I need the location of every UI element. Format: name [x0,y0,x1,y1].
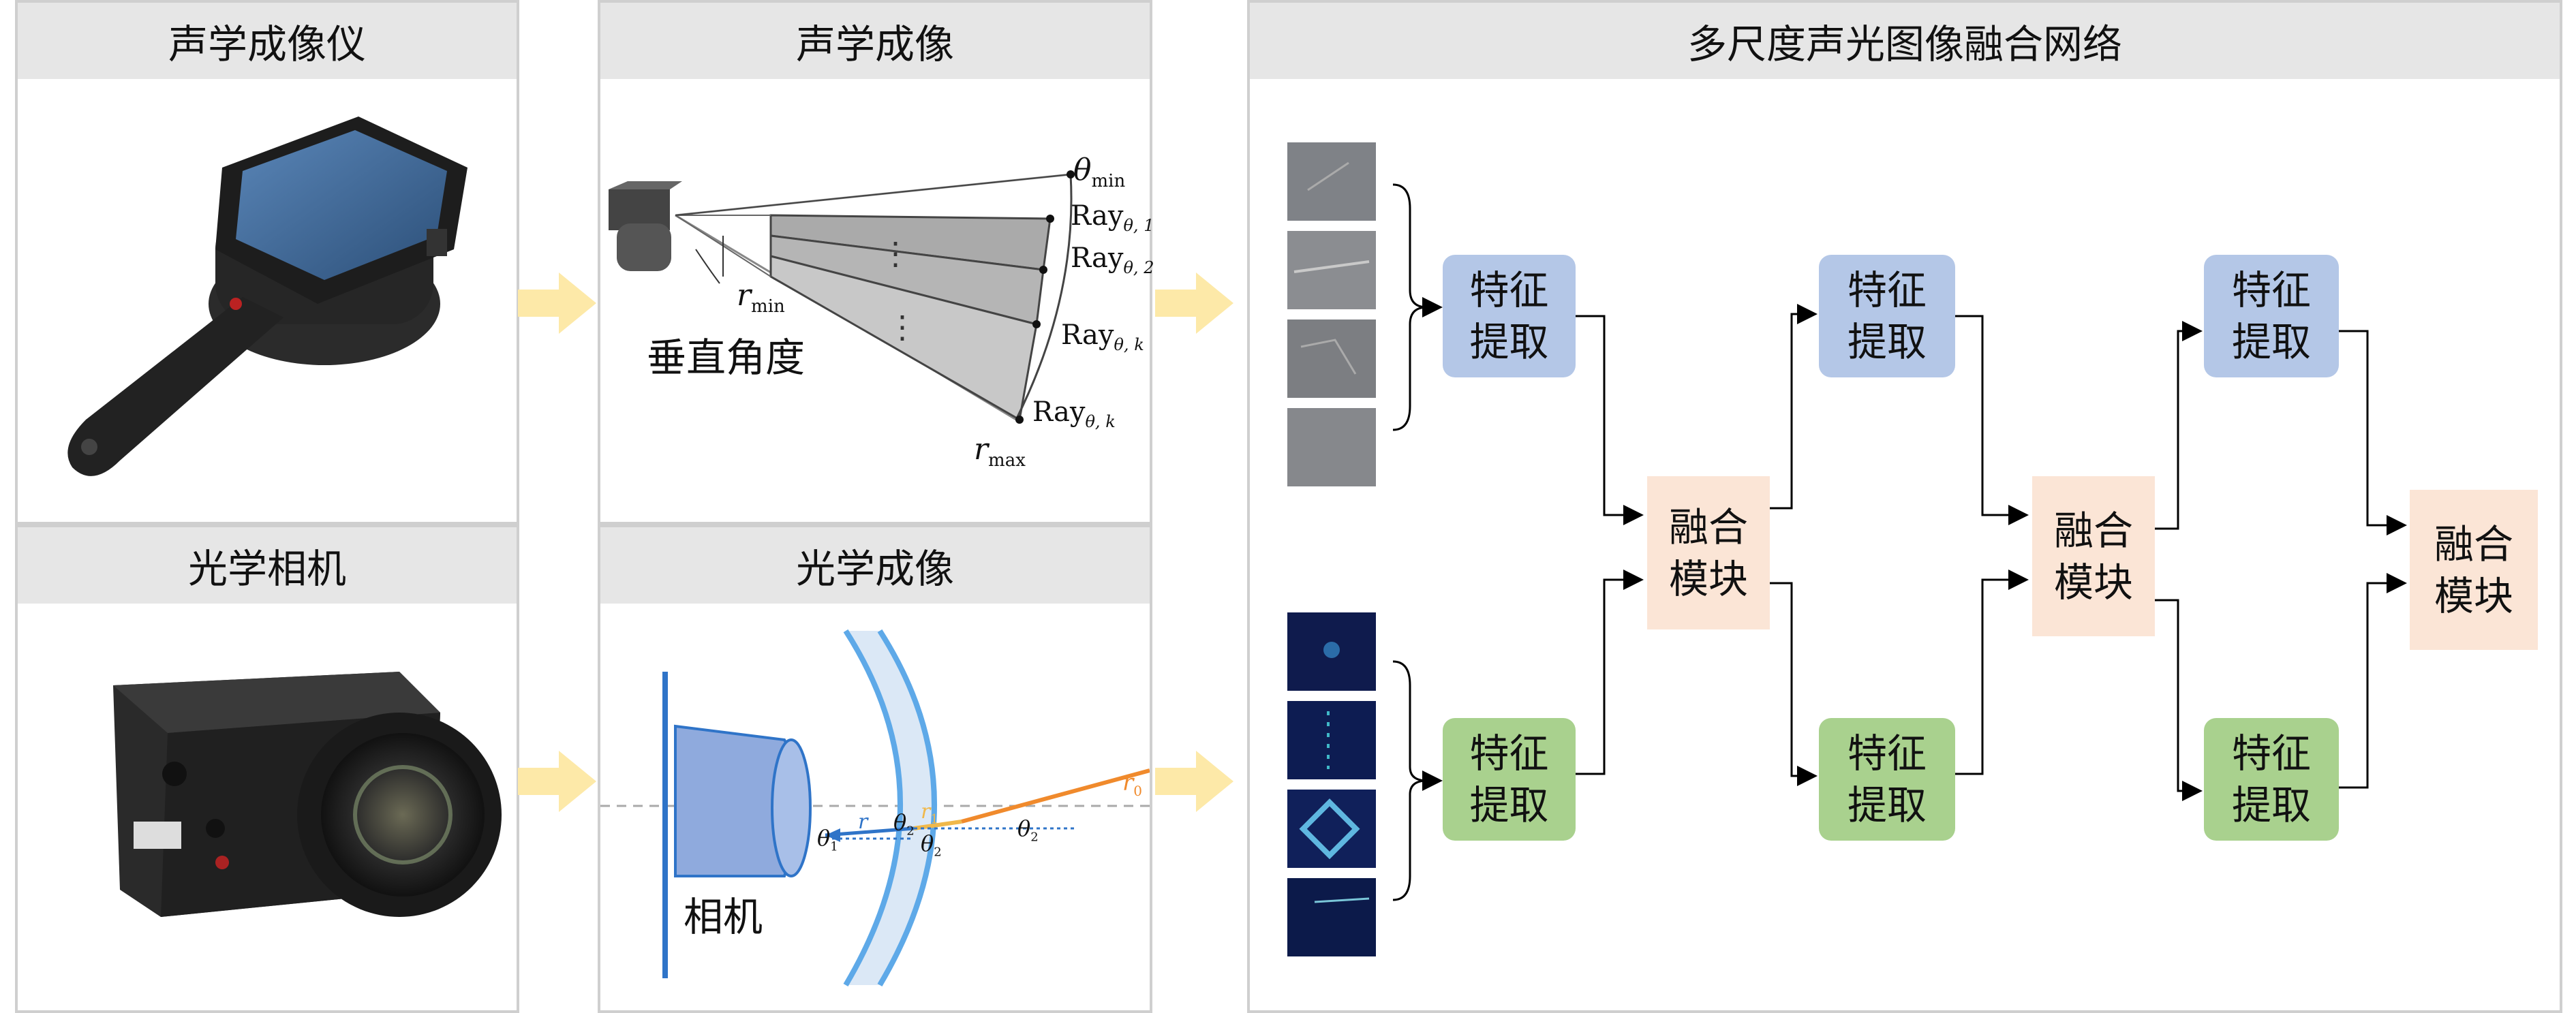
optical-device-title: 光学相机 [18,527,517,604]
ray-label-4: Rayθ, k [1032,396,1116,431]
acoustic-image-thumb-1 [1287,142,1376,221]
acoustic-imager-illustration [67,116,467,476]
camera-label: 相机 [684,894,763,940]
optical-image-thumb-3 [1287,790,1376,868]
r0-label: r0 [1122,769,1142,799]
flow-arrow-acoustic-imaging [1155,272,1233,334]
optical-image-thumb-1 [1287,612,1376,691]
acoustic-image-thumb-4 [1287,408,1376,486]
acoustic-feature-extraction-3: 特征提取 [2204,255,2339,377]
acoustic-feature-extraction-2: 特征提取 [1819,255,1955,377]
r1-label: r1 [921,800,938,826]
optical-device-panel: 光学相机 [15,525,519,1013]
svg-text:⋮: ⋮ [887,309,918,345]
acoustic-image-thumb-2 [1287,231,1376,309]
r-max-label: rmax [974,432,1026,471]
r-label: r [858,810,868,834]
optical-camera-illustration [113,672,502,917]
fusion-module-3: 融合模块 [2410,490,2538,650]
fusion-module-1: 融合模块 [1647,476,1770,629]
optical-feature-extraction-1: 特征提取 [1443,718,1576,841]
optical-imaging-panel: 光学成像 r0 r1 r θ2 θ2 θ2 θ1 相机 [598,525,1152,1013]
theta2-label-c: θ2 [1017,815,1039,845]
ray-label-2: Rayθ, 2 [1071,243,1154,277]
network-connectors [1392,183,2407,901]
acoustic-image-thumb-3 [1287,320,1376,398]
vertical-angle-label: 垂直角度 [647,334,806,381]
optical-feature-extraction-2: 特征提取 [1819,718,1955,841]
acoustic-device-panel: 声学成像仪 [15,0,519,525]
optical-feature-extraction-3: 特征提取 [2204,718,2339,841]
ray-label-3: Rayθ, k [1061,320,1144,354]
acoustic-imaging-panel: 声学成像 ⋮ ⋮ θmin Rayθ, 1 Rayθ, 2 Rayθ, k [598,0,1154,525]
flow-arrow-optical-device [518,751,596,812]
optical-image-thumb-4 [1287,878,1376,956]
acoustic-imaging-title: 声学成像 [600,3,1150,79]
optical-imaging-title: 光学成像 [600,527,1150,604]
flow-arrow-acoustic-device [518,272,596,334]
fusion-module-2: 融合模块 [2032,476,2155,636]
fusion-network-title: 多尺度声光图像融合网络 [1250,3,2560,79]
ray-label-1: Rayθ, 1 [1071,200,1154,235]
flow-arrow-optical-imaging [1155,751,1233,812]
acoustic-fan-diagram: ⋮ ⋮ [609,170,1075,424]
theta2-label-b: θ2 [921,830,942,860]
acoustic-feature-extraction-1: 特征提取 [1443,255,1576,377]
theta1-label: θ1 [817,825,838,854]
theta-min-label: θmin [1073,153,1126,191]
optical-image-thumb-2 [1287,701,1376,779]
theta2-label-a: θ2 [893,809,915,839]
optical-refraction-diagram [600,629,1150,987]
fusion-network-panel: 多尺度声光图像融合网络 [1247,0,2562,1013]
acoustic-device-title: 声学成像仪 [18,3,517,79]
svg-text:⋮: ⋮ [880,235,911,272]
r-min-label: rmin [737,278,785,317]
